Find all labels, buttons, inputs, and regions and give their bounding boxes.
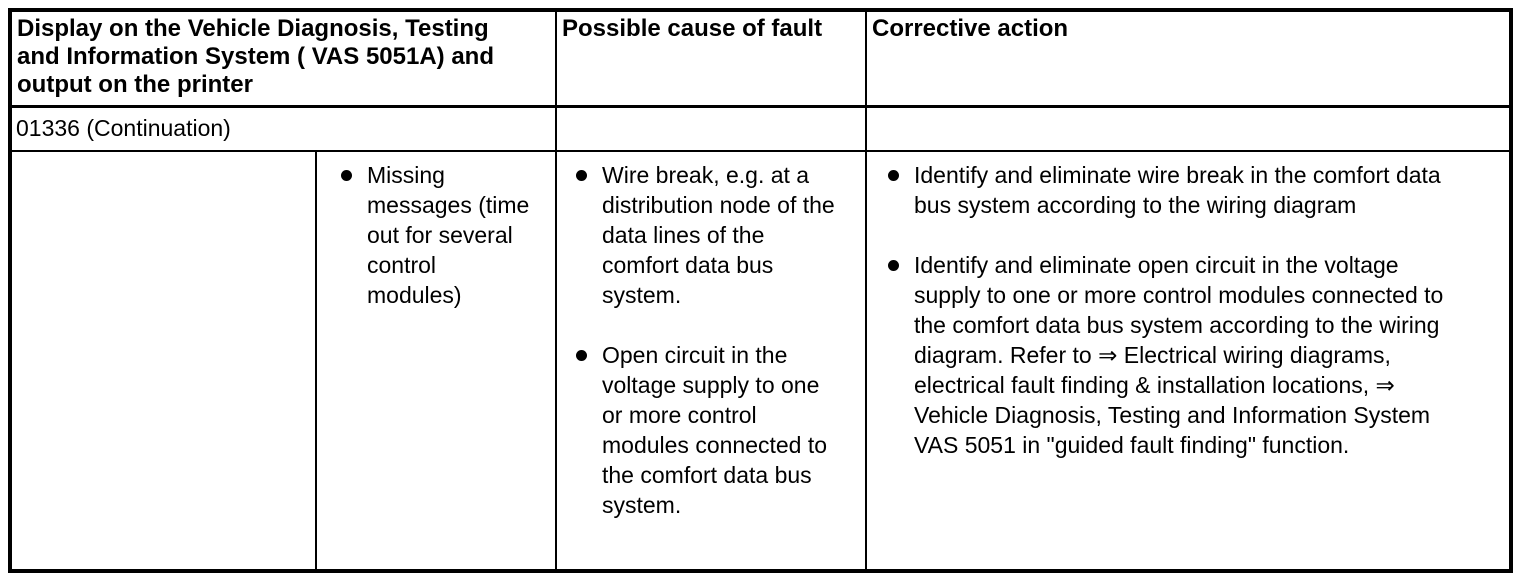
list-item: Wire break, e.g. at a distribution node … bbox=[576, 160, 861, 310]
bullet-icon bbox=[888, 170, 899, 181]
list-item: Missing messages (time out for several c… bbox=[341, 160, 551, 310]
symptom-text: Missing messages (time out for several c… bbox=[367, 162, 530, 308]
empty-action-cell bbox=[865, 105, 1512, 152]
fault-code-row: 01336 (Continuation) bbox=[9, 105, 1512, 152]
action-cell: Identify and eliminate wire break in the… bbox=[865, 150, 1512, 572]
empty-cause-cell bbox=[555, 105, 867, 152]
bullet-icon bbox=[888, 260, 899, 271]
header-display-column: Display on the Vehicle Diagnosis, Testin… bbox=[9, 9, 557, 108]
list-item: Identify and eliminate wire break in the… bbox=[888, 160, 1503, 220]
empty-display-cell bbox=[9, 150, 317, 572]
cause-cell: Wire break, e.g. at a distribution node … bbox=[555, 150, 867, 572]
table-header-row: Display on the Vehicle Diagnosis, Testin… bbox=[9, 9, 1512, 108]
fault-code-cell: 01336 (Continuation) bbox=[9, 105, 557, 152]
list-item: Open circuit in the voltage supply to on… bbox=[576, 340, 861, 520]
list-item: Identify and eliminate open circuit in t… bbox=[888, 250, 1503, 460]
action-text: Identify and eliminate wire break in the… bbox=[914, 162, 1441, 218]
fault-detail-row: Missing messages (time out for several c… bbox=[9, 150, 1512, 572]
header-action-column: Corrective action bbox=[865, 9, 1512, 108]
display-symptom-cell: Missing messages (time out for several c… bbox=[315, 150, 557, 572]
header-cause-column: Possible cause of fault bbox=[555, 9, 867, 108]
fault-diagnosis-table: Display on the Vehicle Diagnosis, Testin… bbox=[8, 8, 1513, 573]
bullet-icon bbox=[341, 170, 352, 181]
action-text: Identify and eliminate open circuit in t… bbox=[914, 252, 1444, 458]
bullet-icon bbox=[576, 170, 587, 181]
cause-text: Wire break, e.g. at a distribution node … bbox=[602, 162, 835, 308]
bullet-icon bbox=[576, 350, 587, 361]
cause-text: Open circuit in the voltage supply to on… bbox=[602, 342, 828, 518]
